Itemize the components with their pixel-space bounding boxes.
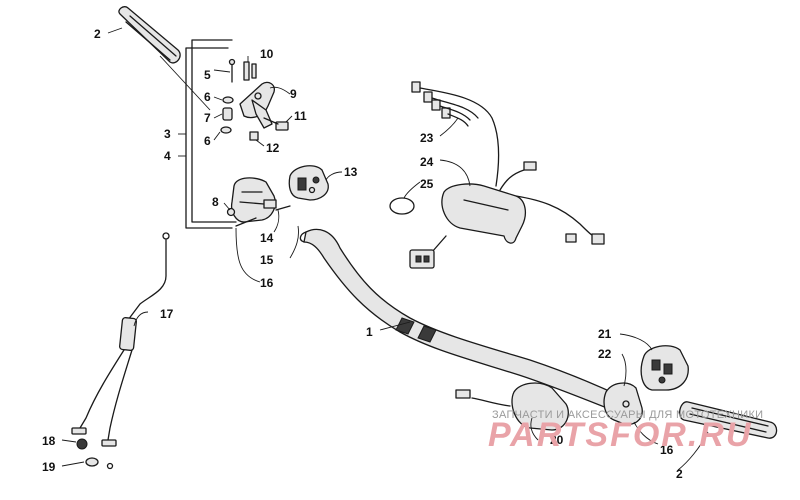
callout-11: 11	[294, 109, 307, 123]
callout-6-upper: 6	[204, 90, 211, 104]
callout-6-lower: 6	[204, 134, 211, 148]
callout-16-left: 16	[260, 276, 274, 290]
callout-19: 19	[42, 460, 56, 474]
callout-14: 14	[260, 231, 274, 245]
right-switch-21[interactable]	[640, 345, 689, 391]
throttle-bracket-frame	[185, 39, 237, 229]
wiring-harness-part[interactable]	[409, 81, 605, 269]
nut-12[interactable]	[249, 131, 259, 141]
watermark-tagline: ЗАПЧАСТИ И АКСЕССУАРЫ ДЛЯ МОТОТЕХНИКИ	[492, 409, 763, 421]
callout-9: 9	[290, 87, 297, 101]
callout-10: 10	[260, 47, 274, 61]
control-switch-13[interactable]	[288, 165, 329, 201]
watermark: ЗАПЧАСТИ И АКСЕССУАРЫ ДЛЯ МОТОТЕХНИКИ PA…	[488, 409, 763, 454]
leader-lines	[61, 27, 709, 471]
pin-10[interactable]	[243, 61, 257, 81]
bushing-7[interactable]	[222, 107, 233, 121]
callout-20: 20	[550, 433, 564, 447]
callout-22: 22	[598, 347, 612, 361]
throttle-cable-part[interactable]	[71, 232, 170, 447]
callout-4: 4	[164, 149, 171, 163]
screw-14[interactable]	[235, 205, 291, 227]
callout-18: 18	[42, 434, 56, 448]
cable-adjuster-18[interactable]	[76, 438, 88, 450]
washer-6a[interactable]	[222, 96, 234, 104]
callout-24: 24	[420, 155, 434, 169]
throttle-switch-11[interactable]	[263, 117, 289, 131]
callout-3: 3	[164, 127, 171, 141]
grip-heater-20[interactable]	[455, 382, 569, 431]
switch-bracket-22[interactable]	[603, 382, 643, 426]
callout-15: 15	[260, 253, 274, 267]
callout-5: 5	[204, 68, 211, 82]
callout-2-right: 2	[676, 467, 683, 481]
callout-2-left: 2	[94, 27, 101, 41]
handlebar-part[interactable]	[299, 228, 621, 411]
callout-13: 13	[344, 165, 358, 179]
callout-labels: 2 10 5 9 6 11 7 3 6 12 4 13 8 14 15 16 1…	[42, 27, 683, 481]
watermark-brand: PARTSFOR.RU	[488, 416, 752, 454]
callout-17: 17	[160, 307, 174, 321]
callout-7: 7	[204, 111, 211, 125]
callout-1: 1	[366, 325, 373, 339]
throttle-housing-part[interactable]	[230, 177, 277, 223]
throttle-lever-part[interactable]	[239, 81, 275, 129]
right-grip-part[interactable]	[678, 401, 778, 439]
hand-guard-part[interactable]	[441, 183, 527, 244]
screw-8[interactable]	[226, 207, 236, 217]
callout-8: 8	[212, 195, 219, 209]
callout-25: 25	[420, 177, 434, 191]
washer-6b[interactable]	[220, 126, 232, 134]
callout-16-right: 16	[660, 443, 674, 457]
callout-12: 12	[266, 141, 280, 155]
callout-21: 21	[598, 327, 612, 341]
screw-5[interactable]	[228, 58, 236, 83]
cable-cap-19[interactable]	[85, 457, 114, 470]
callout-23: 23	[420, 131, 434, 145]
left-grip-part[interactable]	[118, 6, 181, 64]
clamp-ring-25[interactable]	[389, 197, 415, 215]
